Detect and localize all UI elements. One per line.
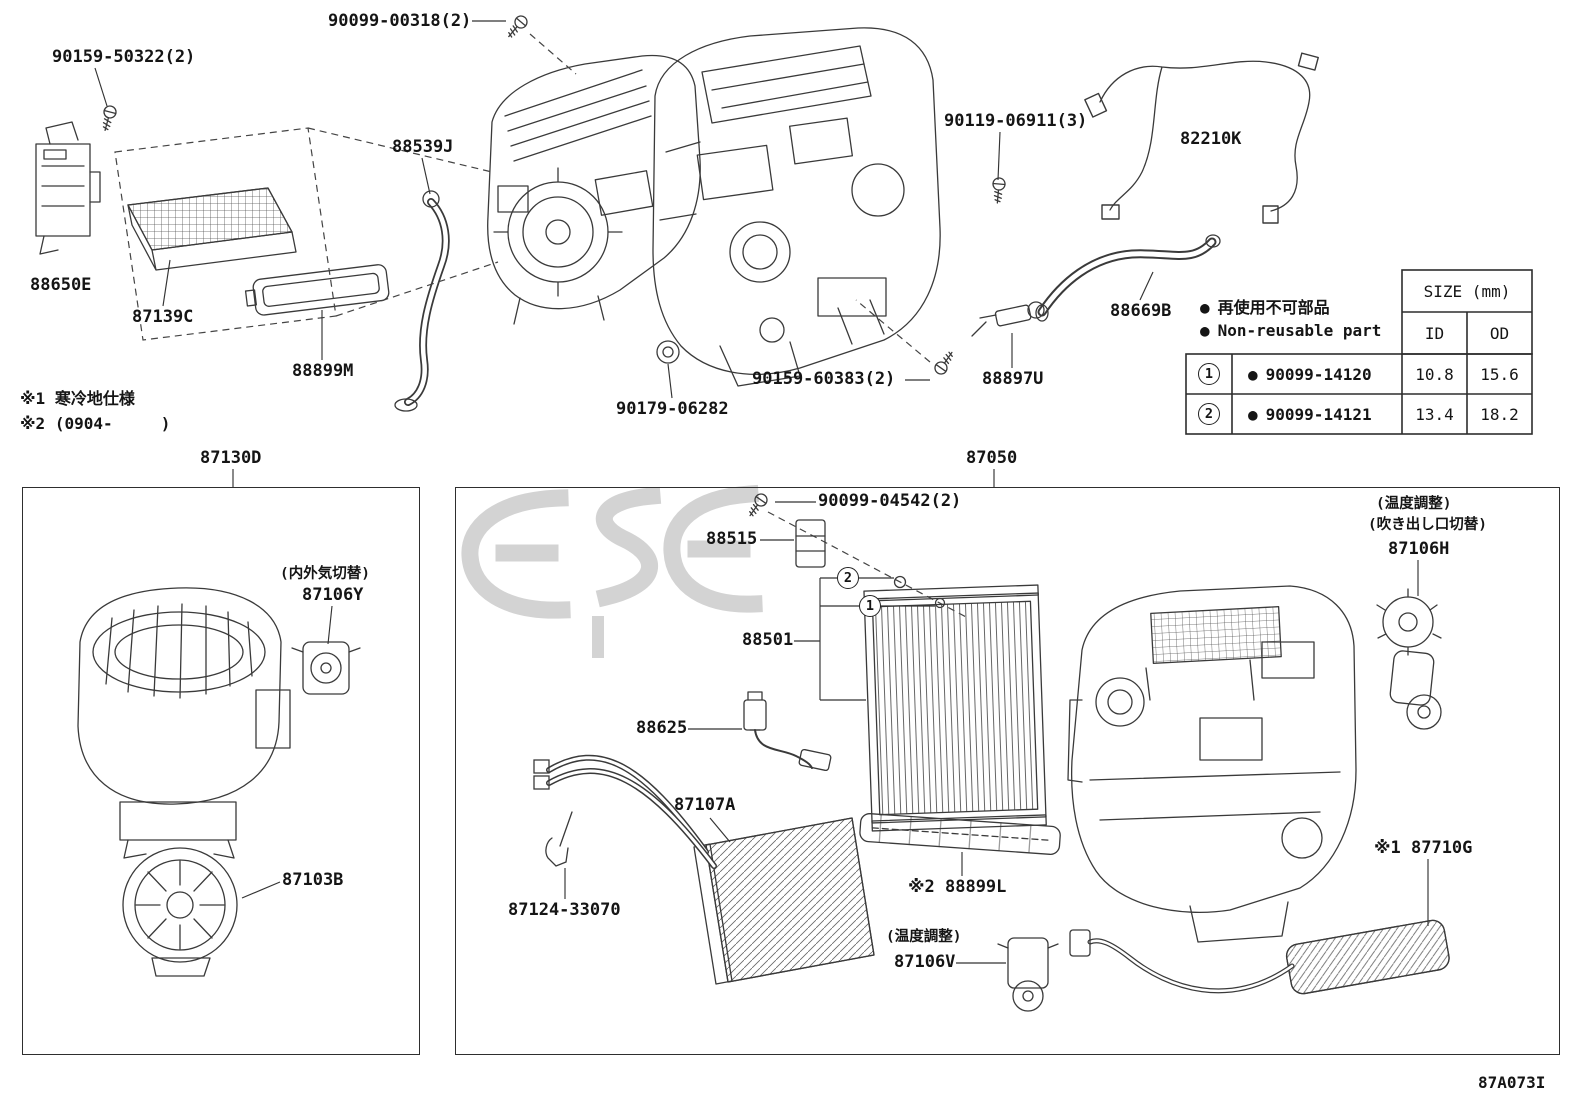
diagram-marker-2: 2: [837, 567, 859, 589]
section-label-87050: 87050: [966, 448, 1018, 468]
callout-87106V: 87106V: [894, 952, 956, 972]
part-87139C-drawing: [127, 187, 297, 271]
part-90179-06282-drawing: [656, 340, 680, 364]
callout-87124-33070: 87124-33070: [508, 900, 621, 920]
part-87106H-drawing: [1376, 588, 1442, 730]
table-row1-id: 10.8: [1415, 364, 1454, 384]
legend-non-reusable-jp: ● 再使用不可部品: [1200, 294, 1330, 318]
section-box-87130D: [22, 487, 420, 1055]
callout-87106Y-note: (内外気切替): [280, 566, 370, 582]
part-number: 90099-14120: [1265, 364, 1372, 384]
callout-87139C: 87139C: [132, 307, 194, 327]
part-88515-drawing: [795, 519, 826, 568]
callout-88899M: 88899M: [292, 361, 354, 381]
part-88899L-drawing: [859, 813, 1061, 855]
callout-90179-06282: 90179-06282: [616, 399, 729, 419]
part-blower-half-drawing: [487, 54, 701, 325]
legend-en-text: Non-reusable part: [1217, 321, 1382, 340]
callout-87106V-note: (温度調整): [886, 929, 962, 945]
callout-90119-06911: 90119-06911(3): [944, 111, 1088, 131]
table-row2-od: 18.2: [1480, 404, 1519, 424]
non-reusable-bullet-icon: ●: [1200, 298, 1210, 317]
part-ac-case-drawing: [652, 27, 941, 387]
table-row1-part: ● 90099-14120: [1238, 354, 1400, 394]
callout-88650E: 88650E: [30, 275, 92, 295]
sheet-code: 87A073I: [1478, 1073, 1546, 1092]
part-87107A-drawing: [693, 817, 875, 985]
non-reusable-bullet-icon: ●: [1248, 364, 1258, 384]
watermark-logo: [461, 484, 763, 658]
table-row1-number: 1: [1198, 363, 1220, 385]
part-88897U-drawing: [971, 301, 1045, 337]
note-cold-area-spec: ※1 寒冷地仕様: [20, 389, 135, 408]
part-82210K-drawing: [1084, 52, 1319, 224]
table-row2-id: 13.4: [1415, 404, 1454, 424]
part-87106V-drawing: [997, 937, 1059, 1012]
callout-88539J: 88539J: [392, 137, 454, 157]
callout-87106H-note1: (温度調整): [1376, 496, 1452, 512]
table-row2-number: 2: [1198, 403, 1220, 425]
legend-jp-text: 再使用不可部品: [1217, 298, 1330, 317]
part-number: 90099-14121: [1265, 404, 1372, 424]
part-87130D-drawing: [77, 587, 291, 859]
non-reusable-bullet-icon: ●: [1200, 321, 1210, 340]
part-87103B-drawing: [122, 847, 238, 977]
callout-90159-60383: 90159-60383(2): [752, 369, 896, 389]
assembly-guide-lines: [114, 33, 969, 619]
diagram-marker-1: 1: [859, 595, 881, 617]
non-reusable-bullet-icon: ●: [1248, 404, 1258, 424]
callout-87107A: 87107A: [674, 795, 736, 815]
part-87050-unit-drawing: [1067, 585, 1357, 943]
callout-87106H-note2: (吹き出し口切替): [1368, 517, 1487, 533]
table-row1-od: 15.6: [1480, 364, 1519, 384]
part-87124-33070-drawing: [533, 754, 717, 869]
table-row2-part: ● 90099-14121: [1238, 394, 1400, 434]
part-88625-drawing: [743, 691, 832, 772]
callout-88501: 88501: [742, 630, 794, 650]
callout-87103B: 87103B: [282, 870, 344, 890]
leader-lines: [94, 20, 1429, 964]
table-header-id: ID: [1424, 323, 1445, 343]
part-88650E-drawing: [35, 121, 101, 255]
callout-90099-00318: 90099-00318(2): [328, 11, 472, 31]
callout-87106Y: 87106Y: [302, 585, 364, 605]
callout-88669B: 88669B: [1110, 301, 1172, 321]
callout-88515: 88515: [706, 529, 758, 549]
callout-88625: 88625: [636, 718, 688, 738]
table-header-size: SIZE (mm): [1423, 281, 1511, 301]
note-date-range: ※2 (0904- ): [20, 414, 171, 433]
callout-82210K: 82210K: [1180, 129, 1242, 149]
callout-88899L: ※2 88899L: [908, 877, 1007, 897]
part-88899M-drawing: [244, 264, 390, 316]
table-header-od: OD: [1489, 323, 1510, 343]
legend-non-reusable-en: ● Non-reusable part: [1200, 321, 1381, 340]
section-box-87050: [455, 487, 1560, 1055]
part-88539J-drawing: [394, 190, 450, 412]
callout-87106H: 87106H: [1388, 539, 1450, 559]
callout-90159-50322: 90159-50322(2): [52, 47, 196, 67]
section-label-87130D: 87130D: [200, 448, 262, 468]
callout-90099-04542: 90099-04542(2): [818, 491, 962, 511]
part-88501-drawing: [863, 584, 1047, 832]
callout-87710G: ※1 87710G: [1374, 838, 1473, 858]
callout-88897U: 88897U: [982, 369, 1044, 389]
part-87106Y-drawing: [291, 641, 361, 695]
part-87710G-pipe-drawing: [1069, 929, 1295, 994]
size-table-grid: [1185, 269, 1533, 435]
